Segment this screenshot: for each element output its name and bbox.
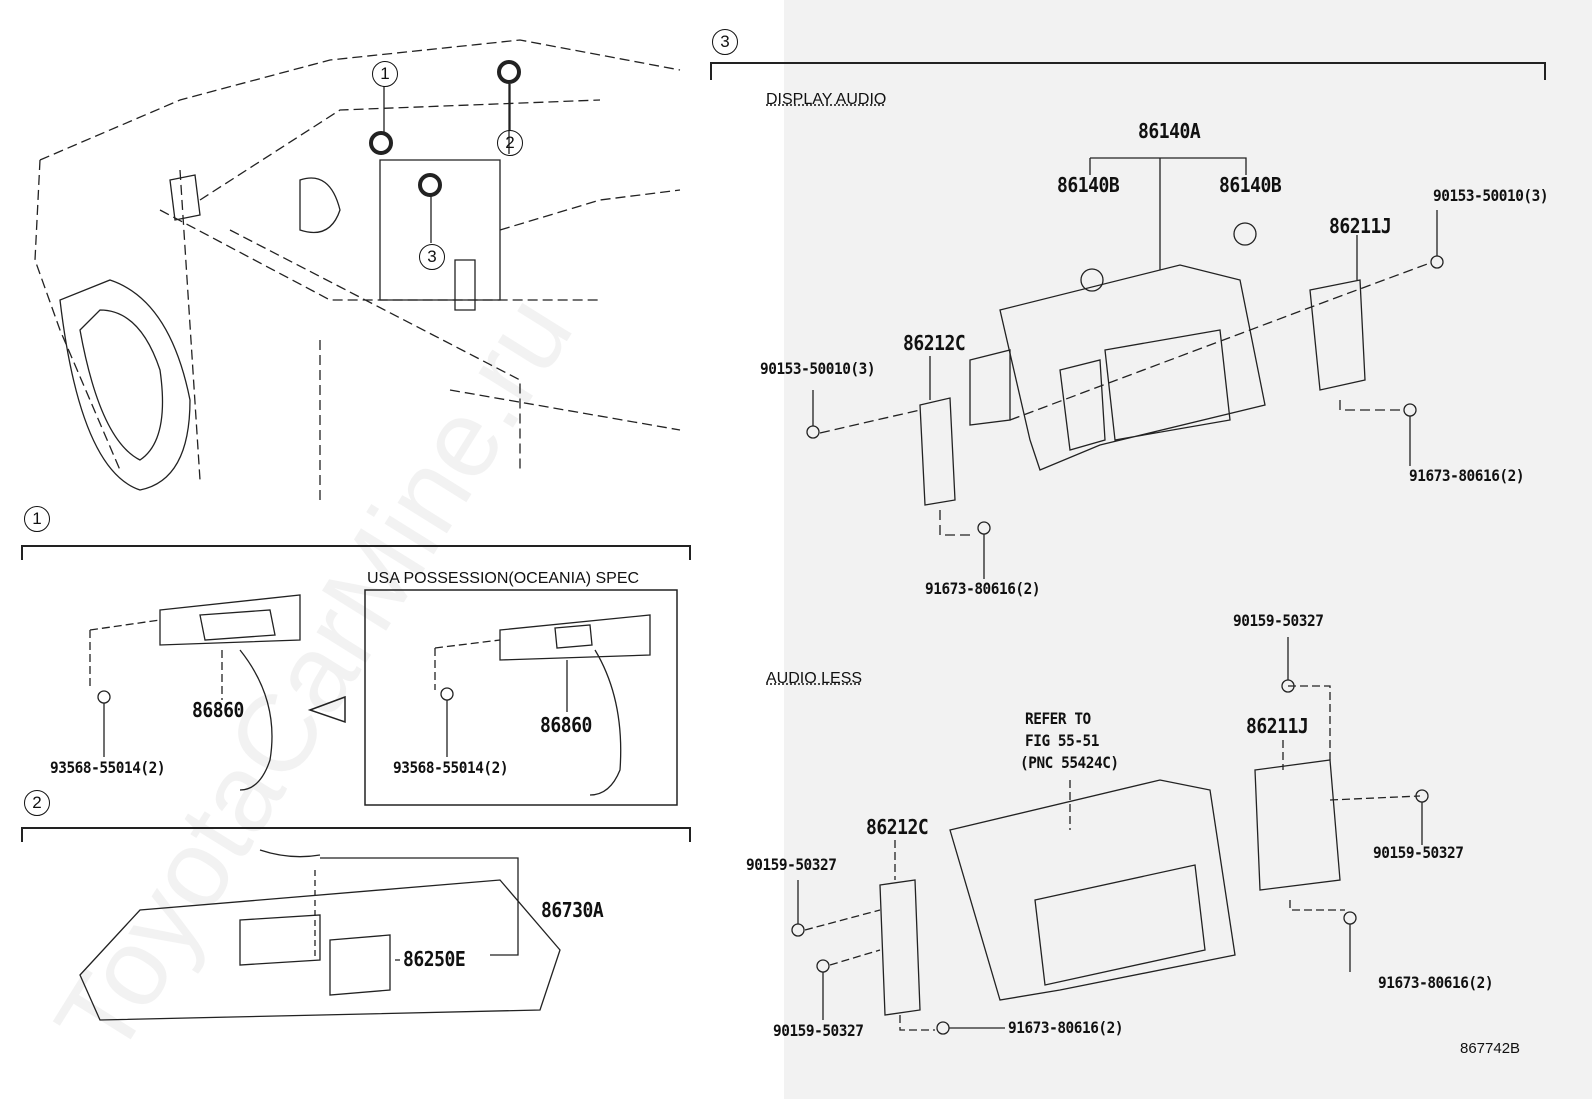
figure-id: 867742B: [1460, 1040, 1521, 1057]
part-label[interactable]: 90153-50010(3): [760, 359, 876, 378]
callout-3: 3: [419, 244, 445, 270]
display-audio-heading: DISPLAY AUDIO: [766, 91, 887, 108]
callout-2: 2: [497, 130, 523, 156]
part-label[interactable]: 90159-50327: [1233, 611, 1324, 630]
part-label[interactable]: 86860: [192, 698, 244, 722]
refer-line: (PNC 55424C): [1020, 753, 1119, 772]
section-1-callout: 1: [24, 506, 50, 532]
section-3-callout: 3: [712, 29, 738, 55]
part-label[interactable]: 86212C: [903, 331, 966, 355]
part-label[interactable]: 86212C: [866, 815, 929, 839]
part-label[interactable]: 86860: [540, 713, 592, 737]
spec-label: USA POSSESSION(OCEANIA) SPEC: [367, 570, 640, 587]
part-label[interactable]: 93568-55014(2): [50, 758, 166, 777]
audio-less-heading: AUDIO LESS: [766, 670, 863, 687]
part-label[interactable]: 90159-50327: [773, 1021, 864, 1040]
part-label[interactable]: 86140A: [1138, 119, 1201, 143]
part-label[interactable]: 86211J: [1329, 214, 1392, 238]
part-label[interactable]: 93568-55014(2): [393, 758, 509, 777]
refer-line: REFER TO: [1025, 709, 1091, 728]
callout-1: 1: [372, 61, 398, 87]
part-label[interactable]: 86250E: [403, 947, 466, 971]
part-label[interactable]: 86730A: [541, 898, 604, 922]
part-label[interactable]: 86140B: [1219, 173, 1282, 197]
part-label[interactable]: 90159-50327: [746, 855, 837, 874]
part-label[interactable]: 91673-80616(2): [1378, 973, 1494, 992]
right-panel-background: [784, 0, 1592, 1099]
section-2-callout: 2: [24, 790, 50, 816]
part-label[interactable]: 91673-80616(2): [1409, 466, 1525, 485]
part-label[interactable]: 90159-50327: [1373, 843, 1464, 862]
refer-line: FIG 55-51: [1025, 731, 1099, 750]
part-label[interactable]: 90153-50010(3): [1433, 186, 1549, 205]
part-label[interactable]: 86140B: [1057, 173, 1120, 197]
part-label[interactable]: 86211J: [1246, 714, 1309, 738]
part-label[interactable]: 91673-80616(2): [925, 579, 1041, 598]
part-label[interactable]: 91673-80616(2): [1008, 1018, 1124, 1037]
